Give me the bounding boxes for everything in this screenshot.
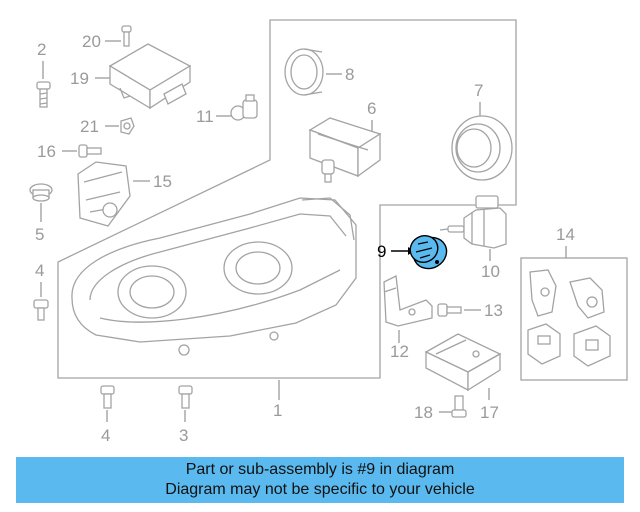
callout-5: 5: [35, 225, 44, 244]
xenon-bulb-10: [439, 195, 507, 249]
callout-18: 18: [414, 403, 433, 422]
nut-21: [120, 117, 135, 135]
callout-11: 11: [196, 107, 214, 126]
plug-5: [29, 183, 53, 202]
banner-line-1: Part or sub-assembly is #9 in diagram: [185, 461, 455, 478]
screw-16: [78, 144, 102, 158]
callout-10: 10: [481, 262, 500, 281]
ring-7: [451, 115, 513, 181]
bulb-11: [230, 94, 258, 121]
callout-4-left: 4: [35, 261, 44, 280]
banner-line-2: Diagram may not be specific to your vehi…: [165, 481, 475, 498]
callout-8: 8: [345, 65, 354, 84]
screw-20: [121, 25, 132, 47]
ring-8: [284, 48, 324, 96]
callout-2: 2: [37, 40, 46, 59]
screw-18: [451, 395, 467, 418]
callout-12: 12: [390, 342, 409, 361]
group-14-frame: [520, 257, 628, 381]
bracket-12: [383, 275, 433, 327]
callout-17: 17: [480, 403, 499, 422]
screw-4-bottom: [100, 385, 115, 409]
screw-3: [178, 385, 193, 409]
callout-6: 6: [367, 99, 376, 118]
headlamp-1: [71, 197, 357, 356]
ballast-17: [424, 333, 502, 392]
callout-14: 14: [556, 225, 575, 244]
callout-13: 13: [484, 301, 503, 320]
callout-16: 16: [37, 142, 56, 161]
callout-9: 9: [377, 242, 386, 261]
bolt-2: [36, 81, 51, 108]
callout-15: 15: [153, 172, 172, 191]
screw-4-left: [33, 299, 49, 321]
bracket-15: [77, 161, 131, 227]
callout-19: 19: [70, 69, 89, 88]
screw-13: [437, 303, 462, 317]
callout-4-bottom: 4: [101, 426, 110, 445]
callout-1: 1: [273, 401, 282, 420]
light-module-6: [308, 117, 382, 183]
part-14-group: [527, 269, 611, 367]
cap-9-highlighted: [409, 235, 448, 270]
info-banner: Part or sub-assembly is #9 in diagram Di…: [16, 457, 624, 503]
callout-20: 20: [82, 32, 101, 51]
headlight-assembly-frame: [57, 19, 517, 379]
callout-7: 7: [474, 81, 483, 100]
control-module-19: [108, 43, 192, 110]
callout-3: 3: [179, 426, 188, 445]
callout-21: 21: [80, 117, 99, 136]
